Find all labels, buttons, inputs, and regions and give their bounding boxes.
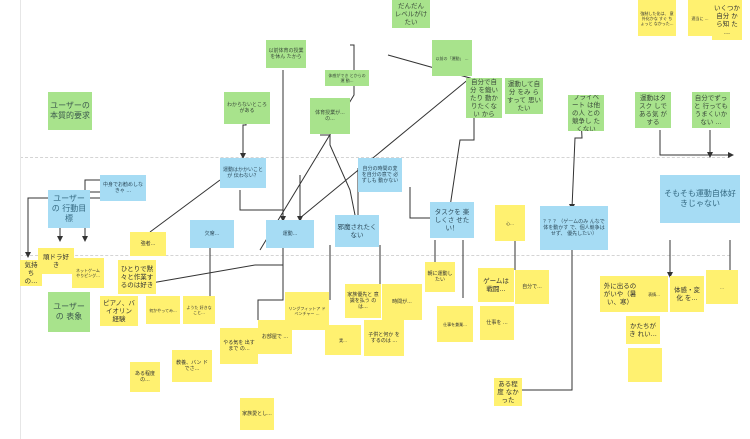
sticky-note[interactable]: 以前の「運動」 ... [432,40,472,76]
sticky-note[interactable]: ようた 好きなこと... [183,296,215,324]
sticky-note[interactable]: 実... [325,325,361,355]
sticky-note[interactable]: ピアノ、バ イオリン 経験 [100,296,138,326]
connector-line [320,134,357,221]
sticky-note[interactable]: 何かやってみ... [146,296,180,324]
sticky-note[interactable]: 自分で自分 を鍛いたり 動かりたくない から [466,78,502,118]
sticky-note[interactable]: 表情... [640,276,668,312]
sticky-note[interactable]: 邪魔されたくない [335,215,379,247]
sticky-note[interactable]: だんだん レベルがけたい [392,0,430,28]
sticky-note[interactable]: 家族優先と 意識を払う のは... [345,284,381,318]
sticky-note[interactable]: 欠席... [190,220,234,248]
sticky-note[interactable]: 体感ができ とからの運 動... [325,70,369,86]
connector-line [257,245,284,320]
sticky-note[interactable]: 強制した化は、 意外化かな すぐ ちょっと なかった... [638,0,676,36]
sticky-note[interactable]: 子供と何か をするのは ... [364,320,404,356]
sticky-note[interactable]: 気持ちの... [20,260,42,286]
connector-line [520,240,573,391]
sticky-note[interactable]: 体感・変化 を... [670,276,704,312]
arrowhead [667,272,673,278]
connector-line [659,130,730,156]
sticky-note[interactable]: ひとりで黙 々と作業す るのは好き [118,260,156,294]
connector-line [449,118,475,208]
sticky-note[interactable]: ？？？（ゲームのみ んなで体を動かす で、個人競争はせず、 優先したい） [540,206,608,250]
sticky-note[interactable]: 運動はタスク しである気 がする [635,92,671,128]
arrowhead [280,216,286,222]
sticky-note[interactable]: 家族愛とし... [240,398,274,430]
sticky-note[interactable]: 運動はかかいことが 伝わない？ [220,158,266,188]
sticky-note[interactable]: ... [706,270,738,304]
sticky-note[interactable]: ある程度 なかった [494,378,522,406]
arrowhead [297,216,303,222]
section-divider [20,157,730,158]
sticky-note[interactable]: 適当に ... [688,0,712,36]
sticky-note[interactable]: 運動... [266,220,314,248]
sticky-note[interactable]: 体育授業が...の... [310,98,350,134]
arrowhead [57,236,63,242]
sticky-note[interactable]: プライベート は他の人 との競争し たくない [568,95,604,131]
sticky-note[interactable]: かたちがき れい... [626,316,660,344]
sticky-note[interactable]: わからないところがある [224,92,270,124]
sticky-note[interactable]: 朝に運動し たい [425,262,455,292]
sticky-note[interactable]: タスクを 楽しくさ せたい！ [430,202,474,238]
board-edge [20,0,21,439]
sticky-note[interactable]: 仕事を兼業... [437,306,473,342]
arrowhead [728,152,734,158]
sticky-note[interactable]: ゲームは 戦闘... [478,268,514,302]
arrowhead [82,236,88,242]
arrowhead [25,252,31,258]
sticky-note[interactable]: 頑ドラ好き [38,248,74,274]
sticky-note[interactable]: リングフィットア ドベンチャー ... [285,292,329,330]
sticky-note[interactable]: 時間が... [382,284,422,320]
connector-line [139,264,256,286]
sticky-note[interactable]: そもそも運動自体好 きじゃない [660,175,740,223]
sticky-note[interactable]: ユーザーの 本質的要求 [48,92,92,130]
sticky-note[interactable]: いくつか 自分 から知 た ... [712,0,742,40]
sticky-note[interactable]: 中身でお勧めしなきゃ ... [100,175,146,201]
sticky-note[interactable]: 仕事を ... [480,306,514,340]
sticky-note[interactable]: ユーザーの 表象 [48,292,90,332]
sticky-note[interactable]: 以前体育の授業を休ん たから [266,40,306,68]
connector-line [149,179,221,233]
sticky-note[interactable]: 自分の時間の変 を自分の意で 必ずしも 動かない [358,158,402,192]
sticky-note[interactable] [628,348,662,382]
sticky-note[interactable]: ユーザーの 行動目標 [48,190,90,228]
section-divider [20,255,730,256]
arrowhead [707,152,713,158]
sticky-note[interactable]: 教養、バン ドでさ... [172,350,212,382]
sticky-note[interactable]: ネットゲーム やりピング... [72,258,104,288]
sticky-note[interactable]: お部屋で ... [258,320,292,354]
sticky-note[interactable]: 心... [495,205,525,241]
sticky-note[interactable]: 自分でずっと 行っても うまくいか ない ... [692,92,730,128]
sticky-note[interactable]: やる気を 出すまで の... [220,328,258,364]
arrowhead [240,153,246,159]
sticky-note[interactable]: ある程度 の... [130,362,160,392]
sticky-note[interactable]: 運動して自分 をみ らすって 思いたい [505,78,543,114]
sticky-note[interactable]: 自分で... [515,270,549,304]
sticky-note[interactable]: 強者... [130,232,166,256]
connector-line [255,245,284,266]
sticky-note[interactable]: 外に出るの がいや（暑 い、寒） [600,276,640,312]
